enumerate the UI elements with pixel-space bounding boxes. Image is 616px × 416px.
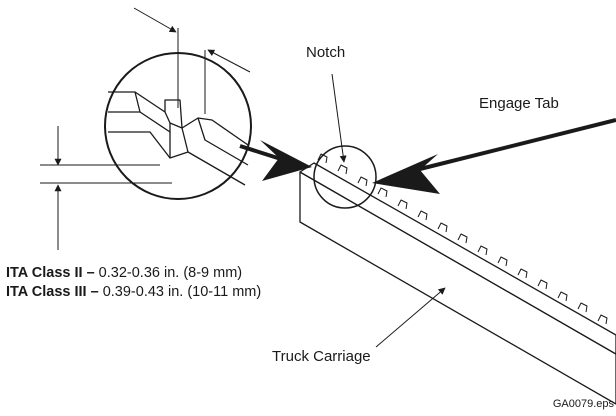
- spec-class-ii: ITA Class II – 0.32-0.36 in. (8-9 mm): [6, 264, 261, 283]
- magnified-notch-detail: [104, 52, 252, 200]
- notch-highlight-circle: [313, 145, 377, 209]
- spec-class-ii-name: ITA Class II –: [6, 265, 95, 281]
- carriage-notches: [317, 153, 608, 325]
- notch-leader: [331, 73, 347, 163]
- ita-class-specs: ITA Class II – 0.32-0.36 in. (8-9 mm) IT…: [6, 264, 261, 302]
- carriage-top-face: [299, 162, 616, 355]
- notch-label: Notch: [306, 44, 346, 61]
- spec-class-iii: ITA Class III – 0.39-0.43 in. (10-11 mm): [6, 283, 261, 302]
- magnifier-connector-line: [239, 144, 285, 162]
- engage-tab-line: [415, 118, 616, 172]
- carriage-front-face: [299, 171, 616, 405]
- magnifier-arrow: [260, 140, 312, 181]
- dimension-lines: [40, 7, 251, 250]
- truck-carriage-bar: [299, 153, 616, 405]
- truck-carriage-leader: [375, 287, 446, 348]
- truck-carriage-label: Truck Carriage: [272, 348, 371, 365]
- figure-id: GA0079.eps: [552, 398, 614, 410]
- leader-lines: [239, 73, 616, 348]
- engage-tab-arrow: [372, 154, 440, 194]
- spec-class-ii-value: 0.32-0.36 in. (8-9 mm): [94, 265, 243, 281]
- spec-class-iii-value: 0.39-0.43 in. (10-11 mm): [98, 284, 262, 300]
- engage-tab-label: Engage Tab: [479, 95, 559, 112]
- spec-class-iii-name: ITA Class III –: [6, 284, 99, 300]
